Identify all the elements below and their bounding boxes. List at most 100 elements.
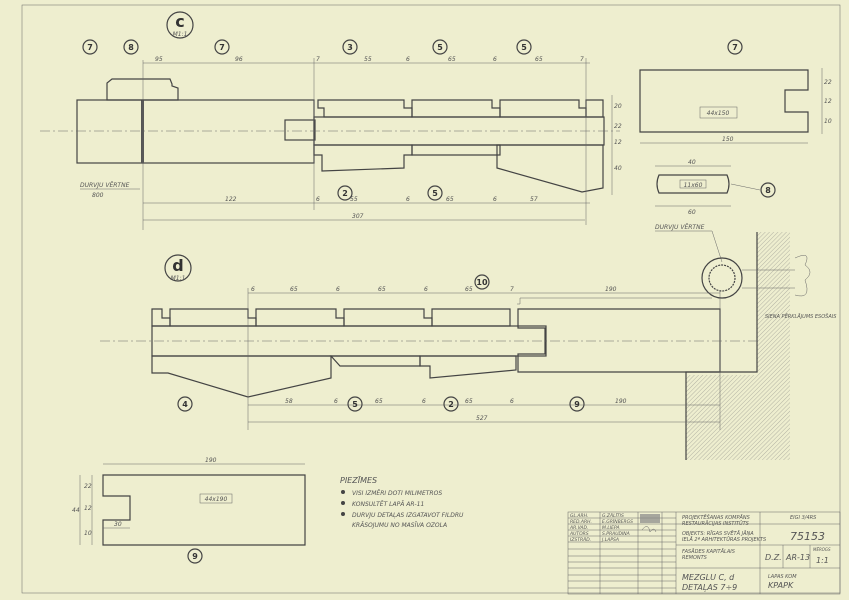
dim: 6 [336, 286, 340, 293]
stage: REMONTS [682, 555, 708, 561]
role: IZSTRĀD. [570, 536, 591, 543]
svg-text:3: 3 [347, 43, 353, 52]
door-leaf-value: 800 [92, 192, 104, 199]
drawing-title: MEZGLU C, d [682, 573, 735, 582]
stage: FASĀDES KAPITĀLAIS [682, 548, 736, 555]
dim: 190 [205, 457, 217, 464]
detail-d-label: d [172, 256, 183, 275]
svg-text:5: 5 [437, 43, 443, 52]
dim: 7 [316, 56, 320, 63]
dim: 65 [446, 196, 454, 203]
note-item: KONSULTĒT LAPĀ AR-11 [352, 501, 424, 508]
name: J.LAPSA [601, 537, 619, 543]
door-leaf-label: DURVJU VĒRTNE [655, 224, 705, 231]
size-label: 44x150 [707, 110, 730, 117]
dim: 65 [375, 398, 383, 405]
balloon: 8 [760, 182, 776, 198]
dim: 40 [688, 159, 696, 166]
dim: 6 [493, 196, 497, 203]
title-block: GL.ARH. RED.ARH. AR.VAD. AUTORS IZSTRĀD.… [567, 511, 841, 595]
section-9: 44x190 190 30 44 22 12 10 9 [72, 457, 306, 564]
detail-d-scale: M1:1 [171, 275, 186, 282]
name: S.PRAUDINA [602, 531, 630, 537]
svg-text:5: 5 [521, 43, 527, 52]
notes: PIEZĪMES VISI IZMĒRI DOTI MILIMETROS KON… [340, 475, 464, 529]
dim: 44 [72, 507, 80, 514]
detail-c-scale: M1:1 [173, 31, 188, 38]
sheet-count: KPAPK [768, 581, 794, 590]
svg-text:2: 2 [448, 400, 454, 409]
balloon: 10 [474, 274, 490, 290]
role: RED.ARH. [570, 519, 592, 525]
door-leaf-label: DURVJU VĒRTNE [80, 182, 130, 189]
balloon: 9 [187, 548, 203, 564]
dim: 30 [114, 521, 122, 528]
dim: 6 [422, 398, 426, 405]
balloon: 5 [516, 39, 532, 55]
wall-note: SIENA PĒRKLĀJUMS ESOŠAIS [765, 313, 837, 320]
balloon: 4 [177, 396, 193, 412]
size-label: 11x60 [684, 182, 703, 189]
section-7: 44x150 150 22 12 10 7 [639, 39, 832, 144]
role: AUTORS [569, 531, 589, 537]
svg-text:5: 5 [432, 189, 438, 198]
dim: 190 [615, 398, 627, 405]
svg-text:10: 10 [476, 278, 488, 287]
balloon: 2 [337, 185, 353, 201]
scale: 1:1 [816, 556, 829, 565]
dim: 40 [614, 165, 622, 172]
dim: 10 [84, 530, 92, 537]
institute: PROJEKTĒŠANAS KOMPĀNS [682, 514, 751, 521]
svg-text:4: 4 [182, 400, 188, 409]
note-item: DURVJU DETAĻAS IZGATAVOT FILDRU [352, 512, 464, 519]
organization: EIGI 3/4RS [790, 515, 817, 521]
name: M.LIEPA [602, 525, 620, 531]
dim: 55 [364, 56, 372, 63]
dim: 55 [350, 196, 358, 203]
detail-c: c M1:1 95 96 7 55 6 65 6 6 [40, 11, 622, 230]
notes-title: PIEZĪMES [340, 475, 377, 485]
dim: 7 [510, 286, 514, 293]
name: E.GRĪNBERGS [602, 518, 633, 525]
sheet-number: AR-13 [785, 553, 810, 562]
object: OBJEKTS: RĪGAS SVĒTĀ JĀŅA [682, 530, 754, 537]
role: AR.VAD. [569, 525, 588, 531]
dim: 22 [824, 79, 832, 86]
dim: 65 [290, 286, 298, 293]
svg-text:7: 7 [732, 43, 738, 52]
dim: 6 [251, 286, 255, 293]
section-8: 11x60 40 60 8 DURVJU VĒRTNE [655, 159, 776, 263]
drawing-title: DETAĻAS 7÷9 [682, 583, 737, 592]
balloon: 3 [342, 39, 358, 55]
sheet-count-label: LAPAS KOM [768, 574, 797, 580]
dim: 6 [406, 56, 410, 63]
dim: 65 [465, 398, 473, 405]
dim: 65 [378, 286, 386, 293]
balloon: 7 [727, 39, 743, 55]
dim: 150 [722, 136, 734, 143]
dim: 65 [448, 56, 456, 63]
balloon: 5 [432, 39, 448, 55]
svg-text:9: 9 [192, 552, 198, 561]
balloon: 9 [569, 396, 585, 412]
dim: 12 [614, 139, 622, 146]
object: IELĀ 2ª ARHITEKTŪRAS PROJEKTS [682, 536, 767, 543]
balloon: 7 [82, 39, 98, 55]
balloon: 8 [123, 39, 139, 55]
svg-text:9: 9 [574, 400, 580, 409]
svg-text:8: 8 [128, 43, 134, 52]
detail-d: d M1:1 SIENA PĒRKLĀJUMS ESOŠAIS [100, 232, 837, 460]
note-item: KRĀSOJUMU NO MASĪVA OZOLA [352, 522, 447, 529]
dim: 20 [614, 103, 622, 110]
detail-c-label: c [175, 12, 184, 31]
dim: 6 [406, 196, 410, 203]
svg-text:7: 7 [87, 43, 93, 52]
dim: 6 [316, 196, 320, 203]
dim: 57 [530, 196, 538, 203]
dim: 58 [285, 398, 293, 405]
dim: 6 [493, 56, 497, 63]
dim: 22 [84, 483, 92, 490]
scale-label: MĒROGS [813, 547, 831, 552]
dim: 122 [225, 196, 237, 203]
